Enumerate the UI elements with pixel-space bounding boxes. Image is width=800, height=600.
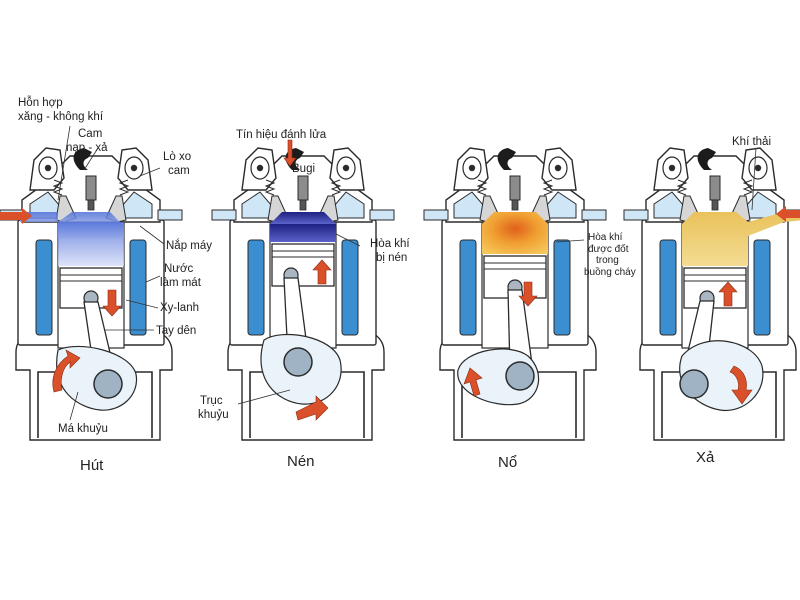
label-connecting-rod: Tay dên [156, 325, 196, 337]
engine-intake [0, 147, 183, 441]
engine-compression [211, 139, 395, 441]
label-cylinder-head: Nắp máy [166, 239, 212, 252]
piston-down-arrow [102, 289, 122, 317]
label-crankshaft-line2: khuỷu [198, 409, 229, 421]
rotation-arrow [52, 349, 81, 393]
compressed-mixture [270, 224, 336, 242]
label-burned-line4: buồng cháy [584, 266, 636, 278]
stroke-name-power: Nổ [498, 454, 517, 471]
label-crankshaft-line1: Trục [200, 395, 223, 407]
label-coolant-line1: Nước [164, 263, 194, 275]
engine-exhaust [623, 147, 800, 441]
label-mixture-line2: xăng - không khí [18, 111, 104, 123]
combustion-chamber [482, 212, 548, 254]
label-compressed-line2: bị nén [376, 252, 407, 264]
label-spring-line1: Lò xo [163, 151, 191, 163]
label-mixture-line1: Hỗn hợp [18, 96, 63, 109]
label-spring-line2: cam [168, 165, 190, 177]
ignition-arrow [283, 139, 297, 167]
label-coolant-line2: làm mát [160, 277, 202, 289]
leader-lines [57, 125, 757, 421]
label-exhaust-gas: Khí thải [732, 136, 771, 148]
label-crank-web: Má khuỷu [58, 423, 108, 435]
label-compressed-line1: Hòa khí [370, 238, 410, 250]
label-cam-line1: Cam [78, 128, 102, 140]
stroke-name-exhaust: Xả [696, 449, 715, 466]
piston-down-arrow-power [518, 281, 538, 307]
label-cylinder: Xy-lanh [160, 302, 199, 314]
piston-up-arrow-exhaust [718, 281, 738, 307]
label-spark-plug: Bugi [292, 163, 315, 175]
exhaust-gas [682, 212, 800, 266]
label-burned-line2: được đốt [588, 243, 629, 255]
label-burned-line1: Hòa khí [588, 232, 623, 243]
piston-up-arrow [312, 259, 332, 285]
stroke-name-intake: Hút [80, 457, 104, 474]
label-ignition-signal: Tín hiệu đánh lửa [236, 129, 327, 141]
label-burned-line3: trong [596, 255, 619, 266]
label-cam-line2: nạp - xả [66, 142, 108, 154]
stroke-name-compression: Nén [287, 453, 315, 470]
engine-power [423, 147, 607, 441]
